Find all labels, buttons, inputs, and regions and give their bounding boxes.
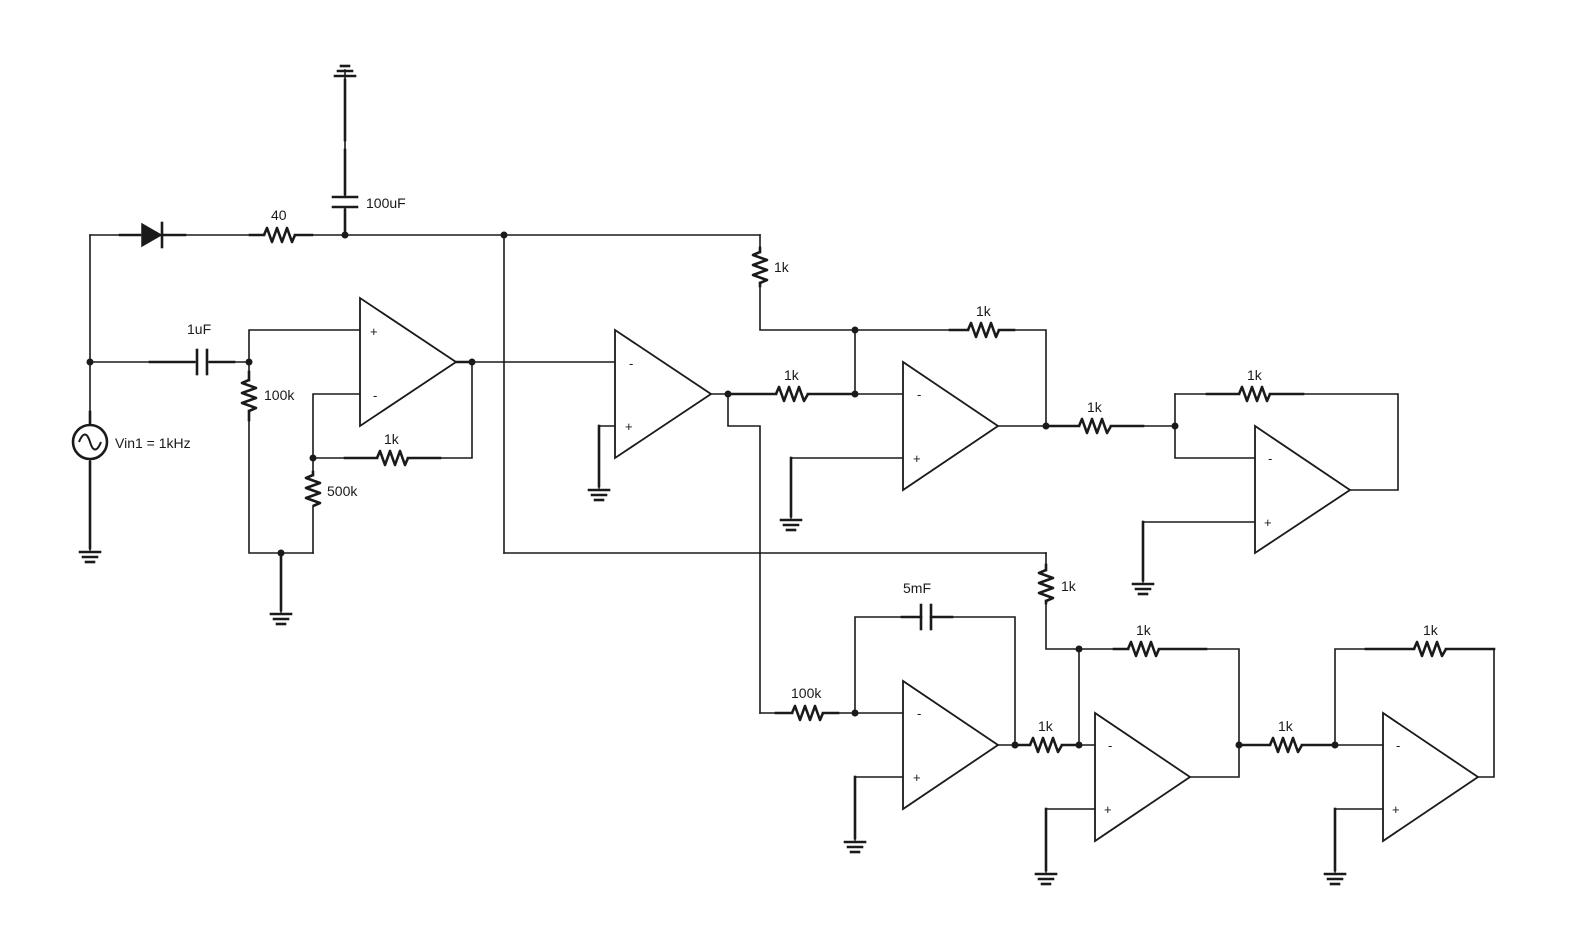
resistor-1k-third-feedback: 1k [1205,367,1305,403]
ground-top [333,64,357,78]
opamp-3: - + [902,360,1000,492]
ac-source: Vin1 = 1kHz [71,423,191,461]
opamp-6: - + [1094,711,1192,843]
thick-leads [88,78,1337,872]
opamp6-minus: - [1108,738,1112,753]
label-r100k-input: 100k [264,387,295,403]
junctions [86,231,1339,749]
resistor-1k-feedback-1: 1k [343,431,442,467]
label-r1k-mid-fb: 1k [976,303,992,319]
opamp-4: - + [1254,424,1352,555]
label-r1k-b3-in: 1k [1278,718,1294,734]
resistor-1k-bottom3-feedback: 1k [1364,622,1496,658]
resistor-1k-bottom3-input: 1k [1268,718,1304,754]
opamp5-plus: + [913,770,921,785]
ground-opamp5 [843,840,867,854]
opamp2-minus: - [629,356,633,371]
opamp-5: - + [902,679,1000,811]
diode [141,221,164,249]
opamp6-plus: + [1104,802,1112,817]
resistor-1k-bottom2-feedback: 1k [1112,622,1208,658]
label-c100u: 100uF [366,195,406,211]
opamp7-minus: - [1396,738,1400,753]
resistor-100k-input: 100k [240,370,295,422]
label-r1k-b2-in: 1k [1038,718,1054,734]
ground-opamp2 [587,488,611,502]
label-r100k-int: 100k [791,685,822,701]
opamp-7: - + [1382,711,1480,843]
ground-opamp7 [1323,872,1347,886]
label-r1k-third-in: 1k [1087,399,1103,415]
label-r1k-b3-fb: 1k [1423,622,1439,638]
opamp1-minus: - [373,388,377,403]
capacitor-5mf: 5mF [900,580,954,631]
label-r1k-top: 1k [774,259,790,275]
resistor-1k-mid-input: 1k [774,367,810,403]
opamp3-minus: - [917,387,921,402]
label-r1k-third-fb: 1k [1247,367,1263,383]
ground-source [78,550,102,564]
ground-opamp3 [779,518,803,532]
opamp4-plus: + [1264,515,1272,530]
ground-opamp4 [1131,582,1155,596]
ground-opamp1 [269,612,293,626]
opamp-2: - + [614,328,713,460]
resistor-40: 40 [248,207,314,244]
label-c1u: 1uF [187,321,211,337]
opamp3-plus: + [913,451,921,466]
resistor-1k-bottom-drop: 1k [1037,563,1077,605]
opamp1-plus: + [370,324,378,339]
label-r1k-fb1: 1k [384,431,400,447]
label-r1k-mid-in: 1k [784,367,800,383]
opamp5-minus: - [917,706,921,721]
capacitor-100uf: 100uF [331,195,406,211]
resistor-1k-bottom2-input: 1k [1028,718,1064,754]
resistor-1k-third-input: 1k [1077,399,1113,435]
ground-opamp6 [1034,872,1058,886]
resistor-500k: 500k [304,470,358,508]
label-source: Vin1 = 1kHz [115,435,191,451]
resistor-100k-integrator: 100k [774,685,840,722]
opamp4-minus: - [1268,451,1272,466]
label-r1k-b2-fb: 1k [1136,622,1152,638]
label-r1k-bot-drop: 1k [1061,578,1077,594]
capacitor-1uf: 1uF [187,321,211,376]
label-c5m: 5mF [903,580,931,596]
opamp2-plus: + [625,419,633,434]
label-r40: 40 [271,207,287,223]
resistor-1k-top-drop: 1k [751,246,790,288]
label-r500k: 500k [327,483,358,499]
opamp-1: + - [359,296,458,428]
opamp7-plus: + [1392,802,1400,817]
resistor-1k-mid-feedback: 1k [948,303,1016,339]
